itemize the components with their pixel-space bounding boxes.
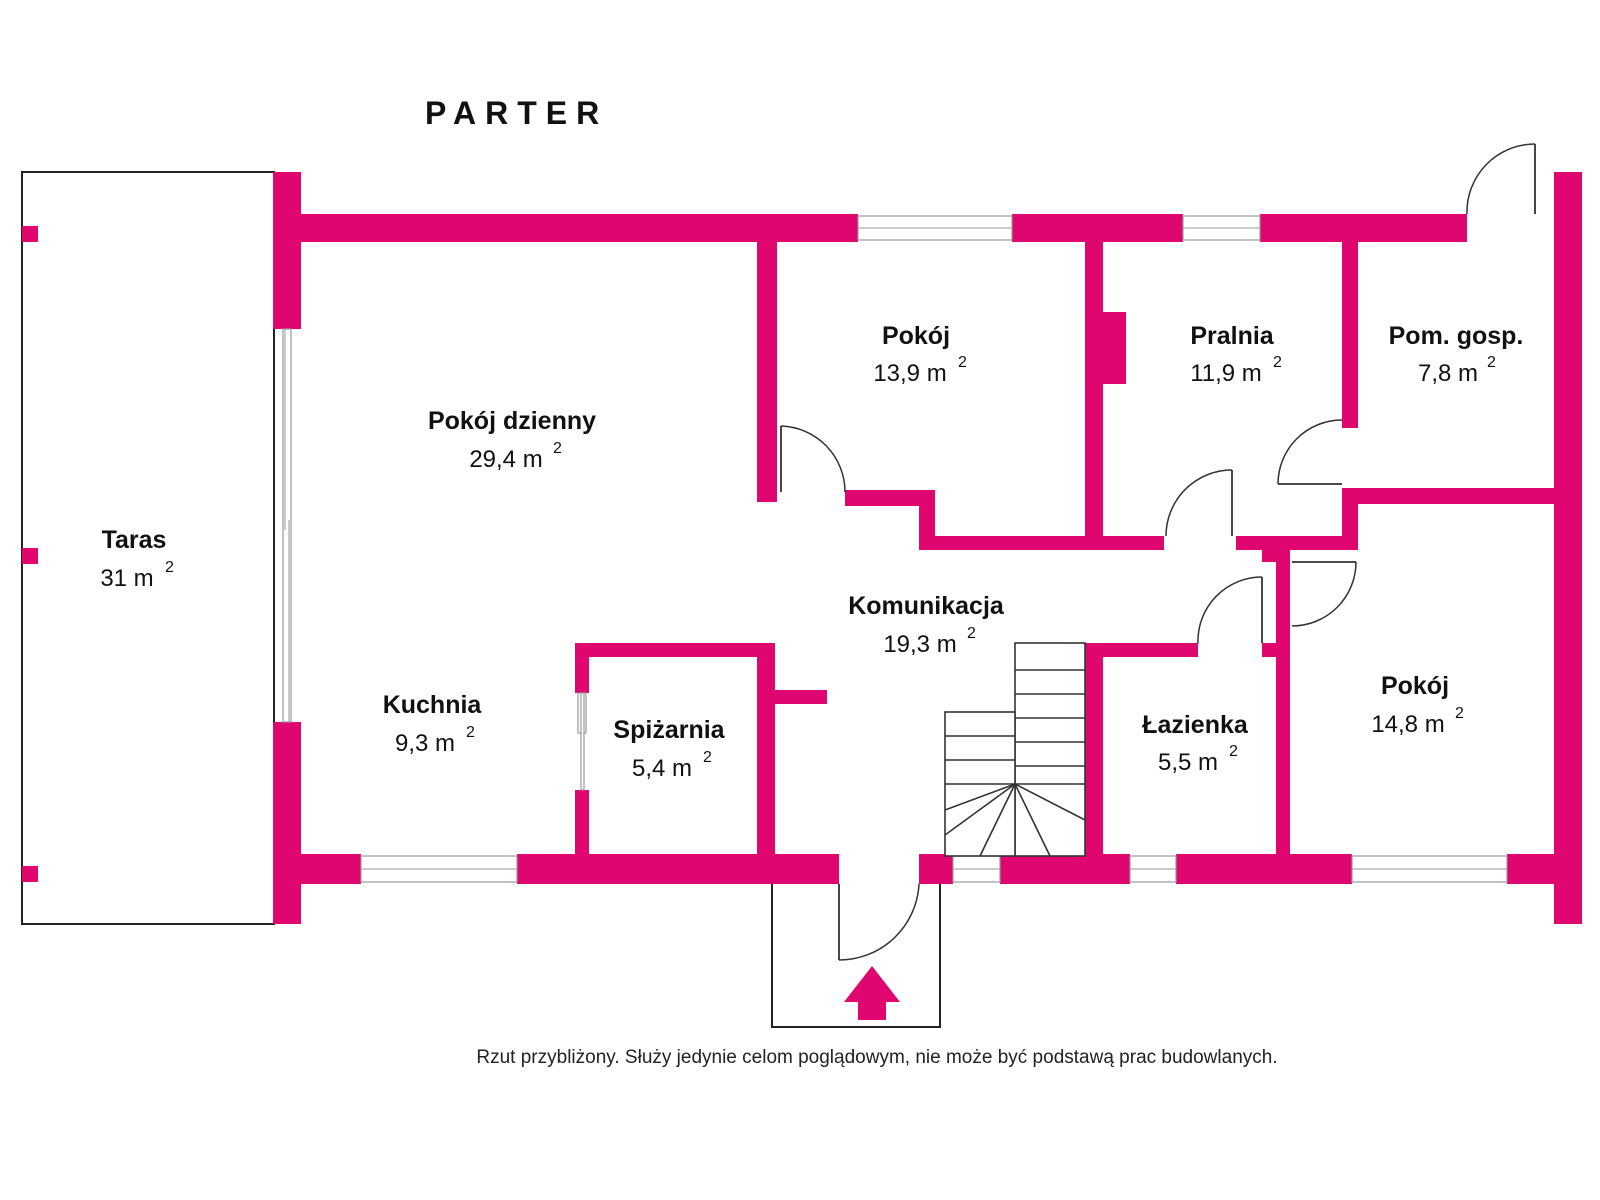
area-exponent: 2 xyxy=(1487,354,1496,371)
room-label-spizarnia: Spiżarnia 5,4 m 2 xyxy=(613,716,725,782)
entrance-porch xyxy=(771,880,941,1028)
room-area: 31 m xyxy=(100,565,153,592)
room-label-pokoj-2: Pokój 14,8 m 2 xyxy=(1371,672,1464,738)
room-name: Pokój xyxy=(882,322,950,350)
room-label-kuchnia: Kuchnia 9,3 m 2 xyxy=(383,691,483,757)
area-exponent: 2 xyxy=(703,749,712,766)
room-label-lazienka: Łazienka 5,5 m 2 xyxy=(1142,711,1249,776)
room-area: 5,4 m xyxy=(632,755,692,782)
room-area: 29,4 m xyxy=(469,446,542,473)
room-name: Komunikacja xyxy=(848,592,1005,620)
room-name: Taras xyxy=(102,526,167,554)
room-area: 7,8 m xyxy=(1418,360,1478,387)
room-label-pom-gosp: Pom. gosp. 7,8 m 2 xyxy=(1389,322,1524,387)
area-exponent: 2 xyxy=(466,724,475,741)
room-name: Pokój dzienny xyxy=(428,407,596,435)
area-exponent: 2 xyxy=(967,625,976,642)
room-label-pralnia: Pralnia 11,9 m 2 xyxy=(1190,322,1282,387)
walls xyxy=(273,172,1582,924)
up-arrow-icon xyxy=(844,966,900,1020)
area-exponent: 2 xyxy=(553,440,562,457)
area-exponent: 2 xyxy=(1229,743,1238,760)
room-label-taras: Taras 31 m 2 xyxy=(100,526,174,592)
room-area: 9,3 m xyxy=(395,730,455,757)
room-label-pokoj-1: Pokój 13,9 m 2 xyxy=(873,322,967,387)
room-name: Spiżarnia xyxy=(613,716,725,744)
terrace xyxy=(21,171,275,925)
room-area: 19,3 m xyxy=(883,631,956,658)
room-area: 13,9 m xyxy=(873,360,946,387)
room-label-pokoj-dzienny: Pokój dzienny 29,4 m 2 xyxy=(428,407,596,473)
staircase xyxy=(944,642,1086,857)
room-area: 5,5 m xyxy=(1158,749,1218,776)
area-exponent: 2 xyxy=(165,559,174,576)
room-name: Kuchnia xyxy=(383,691,483,719)
room-name: Łazienka xyxy=(1142,711,1249,739)
area-exponent: 2 xyxy=(1455,705,1464,722)
room-area: 14,8 m xyxy=(1371,711,1444,738)
room-area: 11,9 m xyxy=(1190,360,1262,387)
area-exponent: 2 xyxy=(958,354,967,371)
room-name: Pokój xyxy=(1381,672,1449,700)
disclaimer: Rzut przybliżony. Służy jedynie celom po… xyxy=(476,1047,1277,1068)
room-name: Pom. gosp. xyxy=(1389,322,1524,350)
floor-title: PARTER xyxy=(425,95,608,131)
doors xyxy=(780,143,1536,961)
room-label-komunikacja: Komunikacja 19,3 m 2 xyxy=(848,592,1005,658)
room-name: Pralnia xyxy=(1190,322,1274,350)
area-exponent: 2 xyxy=(1273,354,1282,371)
windows xyxy=(282,215,1508,883)
